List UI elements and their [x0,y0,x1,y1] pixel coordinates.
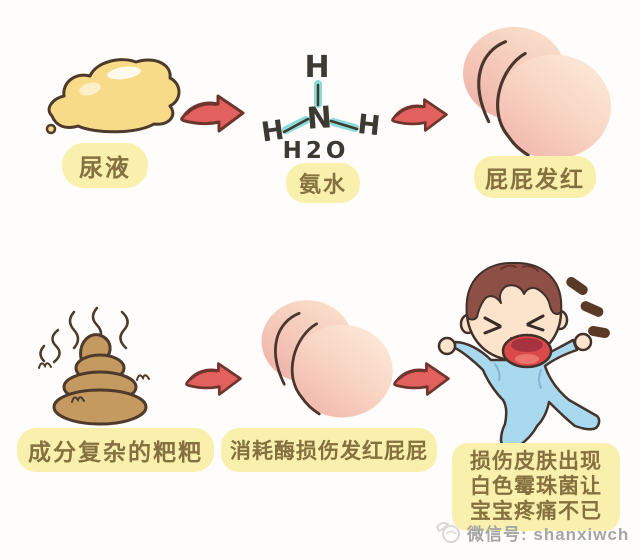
crying-baby-illustration [437,261,610,450]
watermark: 微信号: shanxiwch [434,519,629,545]
red-bottom-label: 屁屁发红 [474,156,596,198]
emphasis-marks [566,276,610,339]
baby-infection-label: 损伤皮肤出现 白色霉珠菌让 宝宝疼痛不已 [452,443,620,531]
fly-icon [71,396,85,403]
baby-onesie [453,338,601,450]
hydrogen-top-symbol: H [304,50,329,85]
arrow-right-icon [180,94,245,133]
watermark-logo-icon [435,522,460,543]
watermark-text: 微信号: shanxiwch [467,524,630,544]
hydrogen-left-symbol: H [259,115,286,149]
baby-hair [465,261,563,321]
baby-head [459,261,569,369]
stink-lines [39,306,129,364]
baby-crying-mouth [501,333,553,369]
enzyme-bottom-label: 消耗酶损伤发红屁屁 [221,428,437,472]
arrow-right-icon [185,362,242,396]
poop-label: 成分复杂的粑粑 [17,428,214,472]
water-formula-text: H2O [283,138,350,164]
ammonia-molecule-illustration: H N H H H2O [259,50,382,164]
poop-illustration [38,306,150,426]
fly-icon [38,362,52,369]
hydrogen-right-symbol: H [356,109,382,142]
arrow-right-icon [391,98,448,132]
baby-squeezed-eyes [483,314,545,335]
ammonia-label: 氨水 [286,163,361,203]
red-bottom-illustration [461,25,613,161]
urine-label: 尿液 [62,143,148,188]
enzyme-damaged-bottom-illustration [260,298,395,419]
fly-icon [136,374,150,381]
nitrogen-symbol: N [306,100,333,137]
poop-pile [52,333,148,426]
baby-left-hand [437,336,457,356]
baby-right-hand [573,332,593,352]
urine-blob-illustration [45,58,181,135]
